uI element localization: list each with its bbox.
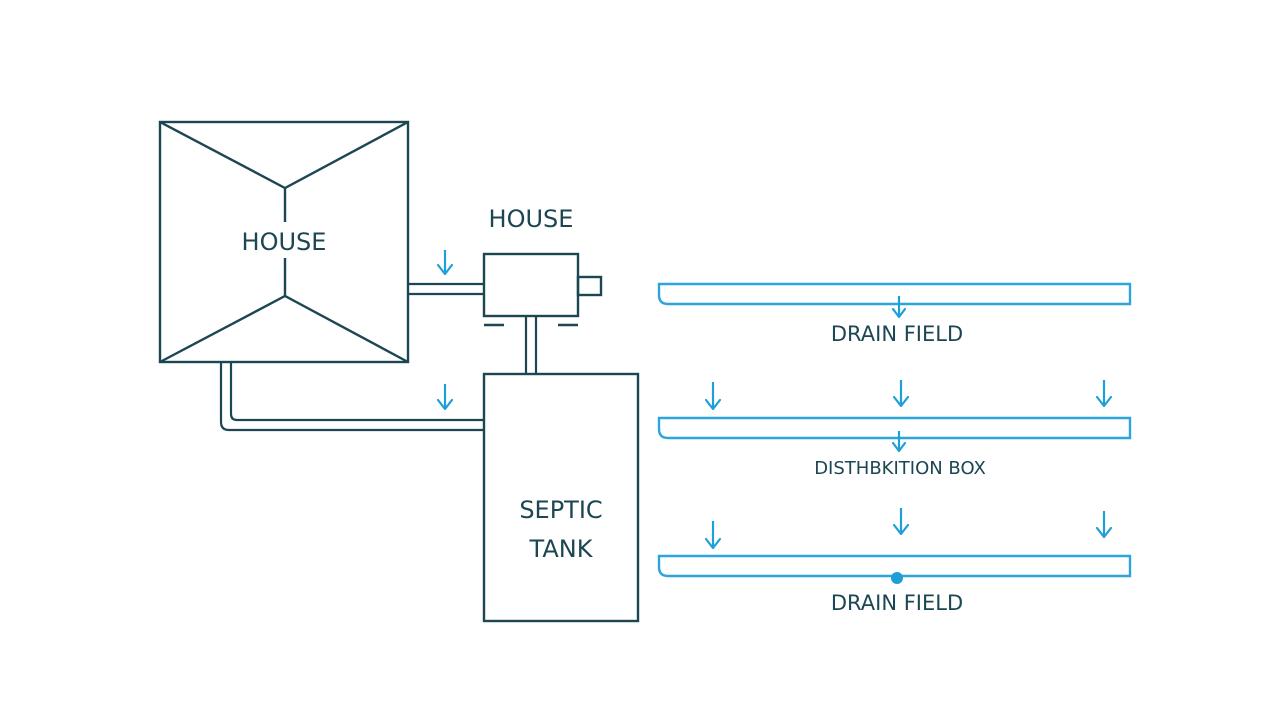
pump-to-tank-pipe bbox=[524, 316, 538, 374]
house-outline bbox=[158, 120, 410, 364]
flow-arrow-icon bbox=[891, 296, 907, 319]
drain-field-bottom-pipe bbox=[657, 554, 1132, 578]
flow-arrow-icon bbox=[436, 250, 454, 276]
house-label: HOUSE bbox=[242, 228, 327, 256]
pump-box bbox=[482, 252, 603, 327]
drain-field-bottom-label: DRAIN FIELD bbox=[831, 591, 963, 615]
septic-tank bbox=[482, 372, 640, 623]
flow-arrow-icon bbox=[892, 380, 910, 408]
flow-arrow-icon bbox=[1095, 511, 1113, 539]
pump-label: HOUSE bbox=[489, 205, 574, 233]
house-shape bbox=[158, 120, 410, 364]
pump-box-outlet bbox=[576, 275, 603, 297]
flow-arrow-icon bbox=[892, 508, 910, 536]
flow-arrow-icon bbox=[891, 431, 907, 453]
septic-tank-label-line2: TANK bbox=[529, 535, 594, 563]
flow-arrow-icon bbox=[704, 521, 722, 550]
distribution-box-label: DISTHBKITION BOX bbox=[814, 458, 986, 479]
house-to-pump-pipe bbox=[408, 282, 484, 296]
house-lower-fold bbox=[159, 294, 409, 364]
septic-tank-label-line1: SEPTIC bbox=[519, 496, 602, 524]
house-upper-fold bbox=[159, 120, 409, 190]
outlet-dot-icon bbox=[891, 572, 903, 584]
flow-arrow-icon bbox=[1095, 380, 1113, 408]
pump-box-outline bbox=[482, 252, 580, 318]
house-to-tank-pipe bbox=[219, 362, 484, 432]
drain-field-top-label: DRAIN FIELD bbox=[831, 322, 963, 346]
flow-arrow-icon bbox=[436, 384, 454, 411]
drain-field-top-pipe bbox=[657, 282, 1132, 306]
distribution-pipe bbox=[657, 416, 1132, 440]
flow-arrow-icon bbox=[704, 382, 722, 411]
